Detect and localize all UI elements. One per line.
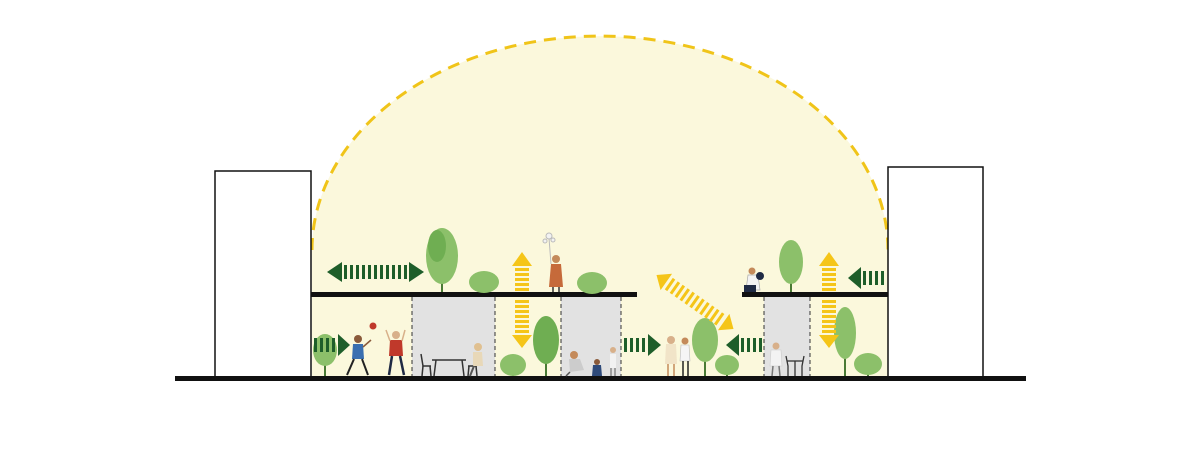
person-icon [385, 329, 406, 376]
table-icon [432, 359, 466, 377]
tree-icon [779, 240, 803, 292]
diagonal-connection-arrow [656, 273, 734, 331]
airflow-arrow-right-ground-middle [624, 334, 661, 356]
person-icon [610, 347, 616, 376]
upper-deck-slab [311, 292, 637, 297]
tree-icon [834, 307, 856, 376]
ground-line [175, 376, 1026, 381]
person-icon [346, 335, 372, 376]
tree-icon [854, 353, 882, 376]
person-icon [744, 267, 764, 292]
airflow-arrow-left-deck-right [848, 267, 884, 289]
person-icon [592, 359, 602, 376]
tree-icon [500, 354, 526, 376]
vertical-connection-arrow-right [819, 252, 839, 348]
building-right [887, 166, 984, 379]
sky-dome-outline [310, 34, 890, 251]
person-icon [679, 337, 691, 376]
airflow-arrow-double-left-deck [327, 262, 424, 282]
tree-icon [577, 272, 607, 294]
person-icon [665, 336, 677, 376]
airflow-arrow-right-ground [314, 334, 350, 356]
vertical-connection-arrow-left [512, 252, 532, 348]
person-icon [565, 351, 584, 377]
table-icon [785, 355, 805, 376]
chair-icon [420, 353, 432, 377]
airflow-arrow-left-ground [726, 334, 762, 356]
tree-icon [313, 334, 337, 376]
upper-deck-slab-right [742, 292, 888, 297]
tree-icon [426, 228, 458, 292]
ball-icon [369, 322, 377, 330]
tree-icon [533, 316, 559, 376]
person-icon [769, 342, 783, 377]
tree-icon [715, 355, 739, 376]
person-icon [469, 343, 483, 377]
tree-icon [469, 271, 499, 293]
person-icon [542, 232, 563, 292]
tree-icon [692, 318, 718, 376]
building-left [214, 170, 312, 379]
